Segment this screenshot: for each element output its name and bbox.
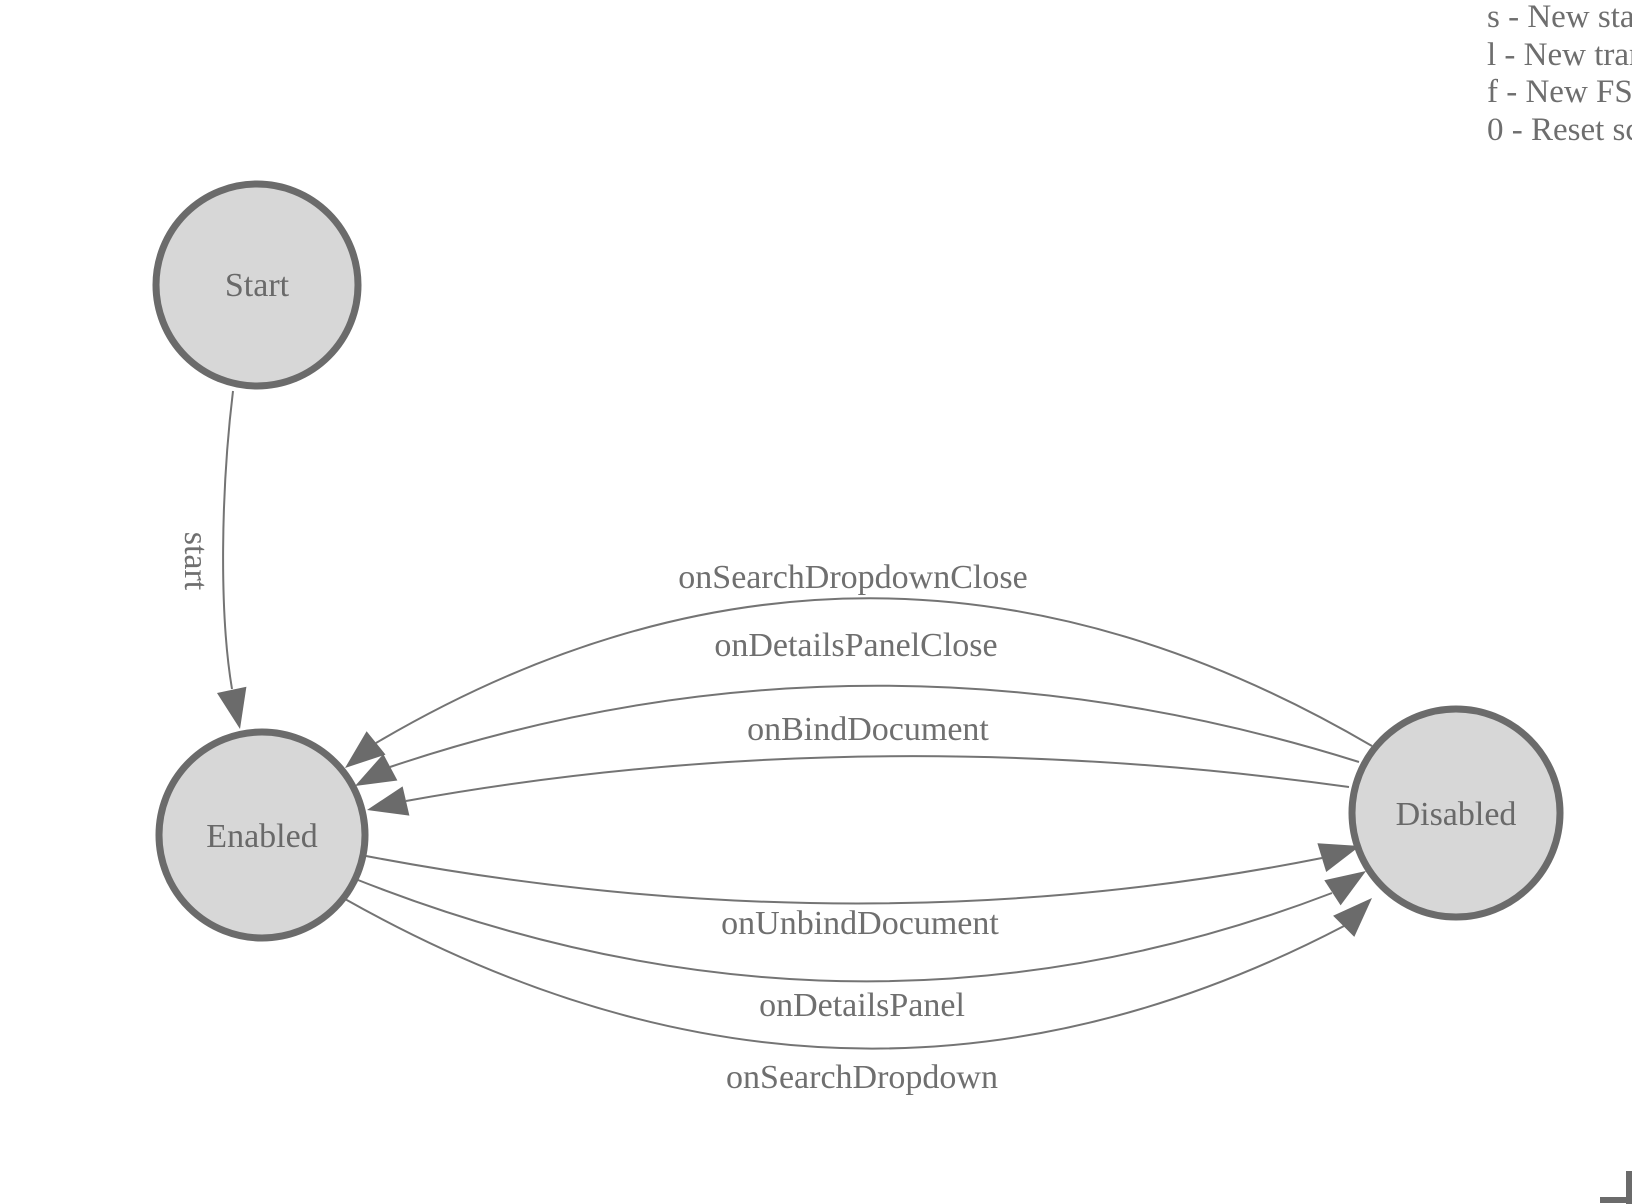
legend-line-new-state: s - New sta [1487,0,1632,35]
transition-label-onUnbindDocument[interactable]: onUnbindDocument [721,905,999,942]
state-circle-enabled[interactable] [155,728,369,942]
canvas-corner-mark [1600,1171,1632,1204]
transition-onDetailsPanelClose-curve[interactable] [389,684,1360,768]
corner-mark-vertical [1626,1171,1632,1204]
transition-label-onSearchDropdown[interactable]: onSearchDropdown [726,1059,998,1096]
arrowhead-icon [355,754,398,786]
state-node-start[interactable]: Start [152,180,362,390]
corner-mark-horizontal [1600,1197,1632,1203]
shortcuts-legend: s - New sta l - New tran f - New FS 0 - … [1487,0,1632,148]
transition-onDetailsPanelClose[interactable] [389,684,1360,768]
legend-line-new-fsm: f - New FS [1487,74,1632,110]
transition-label-onDetailsPanel[interactable]: onDetailsPanel [759,987,965,1024]
transition-onSearchDropdownClose[interactable] [375,597,1373,747]
state-label-disabled: Disabled [1396,796,1517,833]
transition-onBindDocument[interactable] [405,755,1350,802]
state-circle-start[interactable] [152,180,362,390]
transition-start-curve[interactable] [222,390,234,690]
transition-label-onBindDocument[interactable]: onBindDocument [747,711,989,748]
arrowhead-icon [217,686,247,729]
transition-start[interactable] [222,390,234,690]
transition-onUnbindDocument-curve[interactable] [365,855,1323,905]
transition-label-start[interactable]: start [177,532,214,591]
transition-label-onDetailsPanelClose[interactable]: onDetailsPanelClose [714,627,997,664]
state-label-enabled: Enabled [206,818,317,855]
transition-onSearchDropdownClose-curve[interactable] [375,597,1373,747]
transition-onUnbindDocument[interactable] [365,855,1323,905]
transition-onDetailsPanel-curve[interactable] [357,879,1333,983]
arrowhead-icon [1333,898,1372,937]
state-node-disabled[interactable]: Disabled [1348,705,1564,921]
legend-line-new-transition: l - New tran [1487,37,1632,73]
transition-onBindDocument-curve[interactable] [405,755,1350,802]
transition-label-onSearchDropdownClose[interactable]: onSearchDropdownClose [678,559,1027,596]
arrowhead-icon [367,786,410,816]
state-label-start: Start [225,267,290,304]
state-node-enabled[interactable]: Enabled [155,728,369,942]
transition-onDetailsPanel[interactable] [357,879,1333,983]
arrowhead-icon [345,731,386,768]
legend-line-reset: 0 - Reset sc [1487,112,1632,148]
state-circle-disabled[interactable] [1348,705,1564,921]
arrowhead-icon [1317,843,1360,872]
transition-onSearchDropdown-curve[interactable] [344,898,1345,1050]
arrowhead-icon [1324,871,1366,906]
transition-onSearchDropdown[interactable] [344,898,1345,1050]
